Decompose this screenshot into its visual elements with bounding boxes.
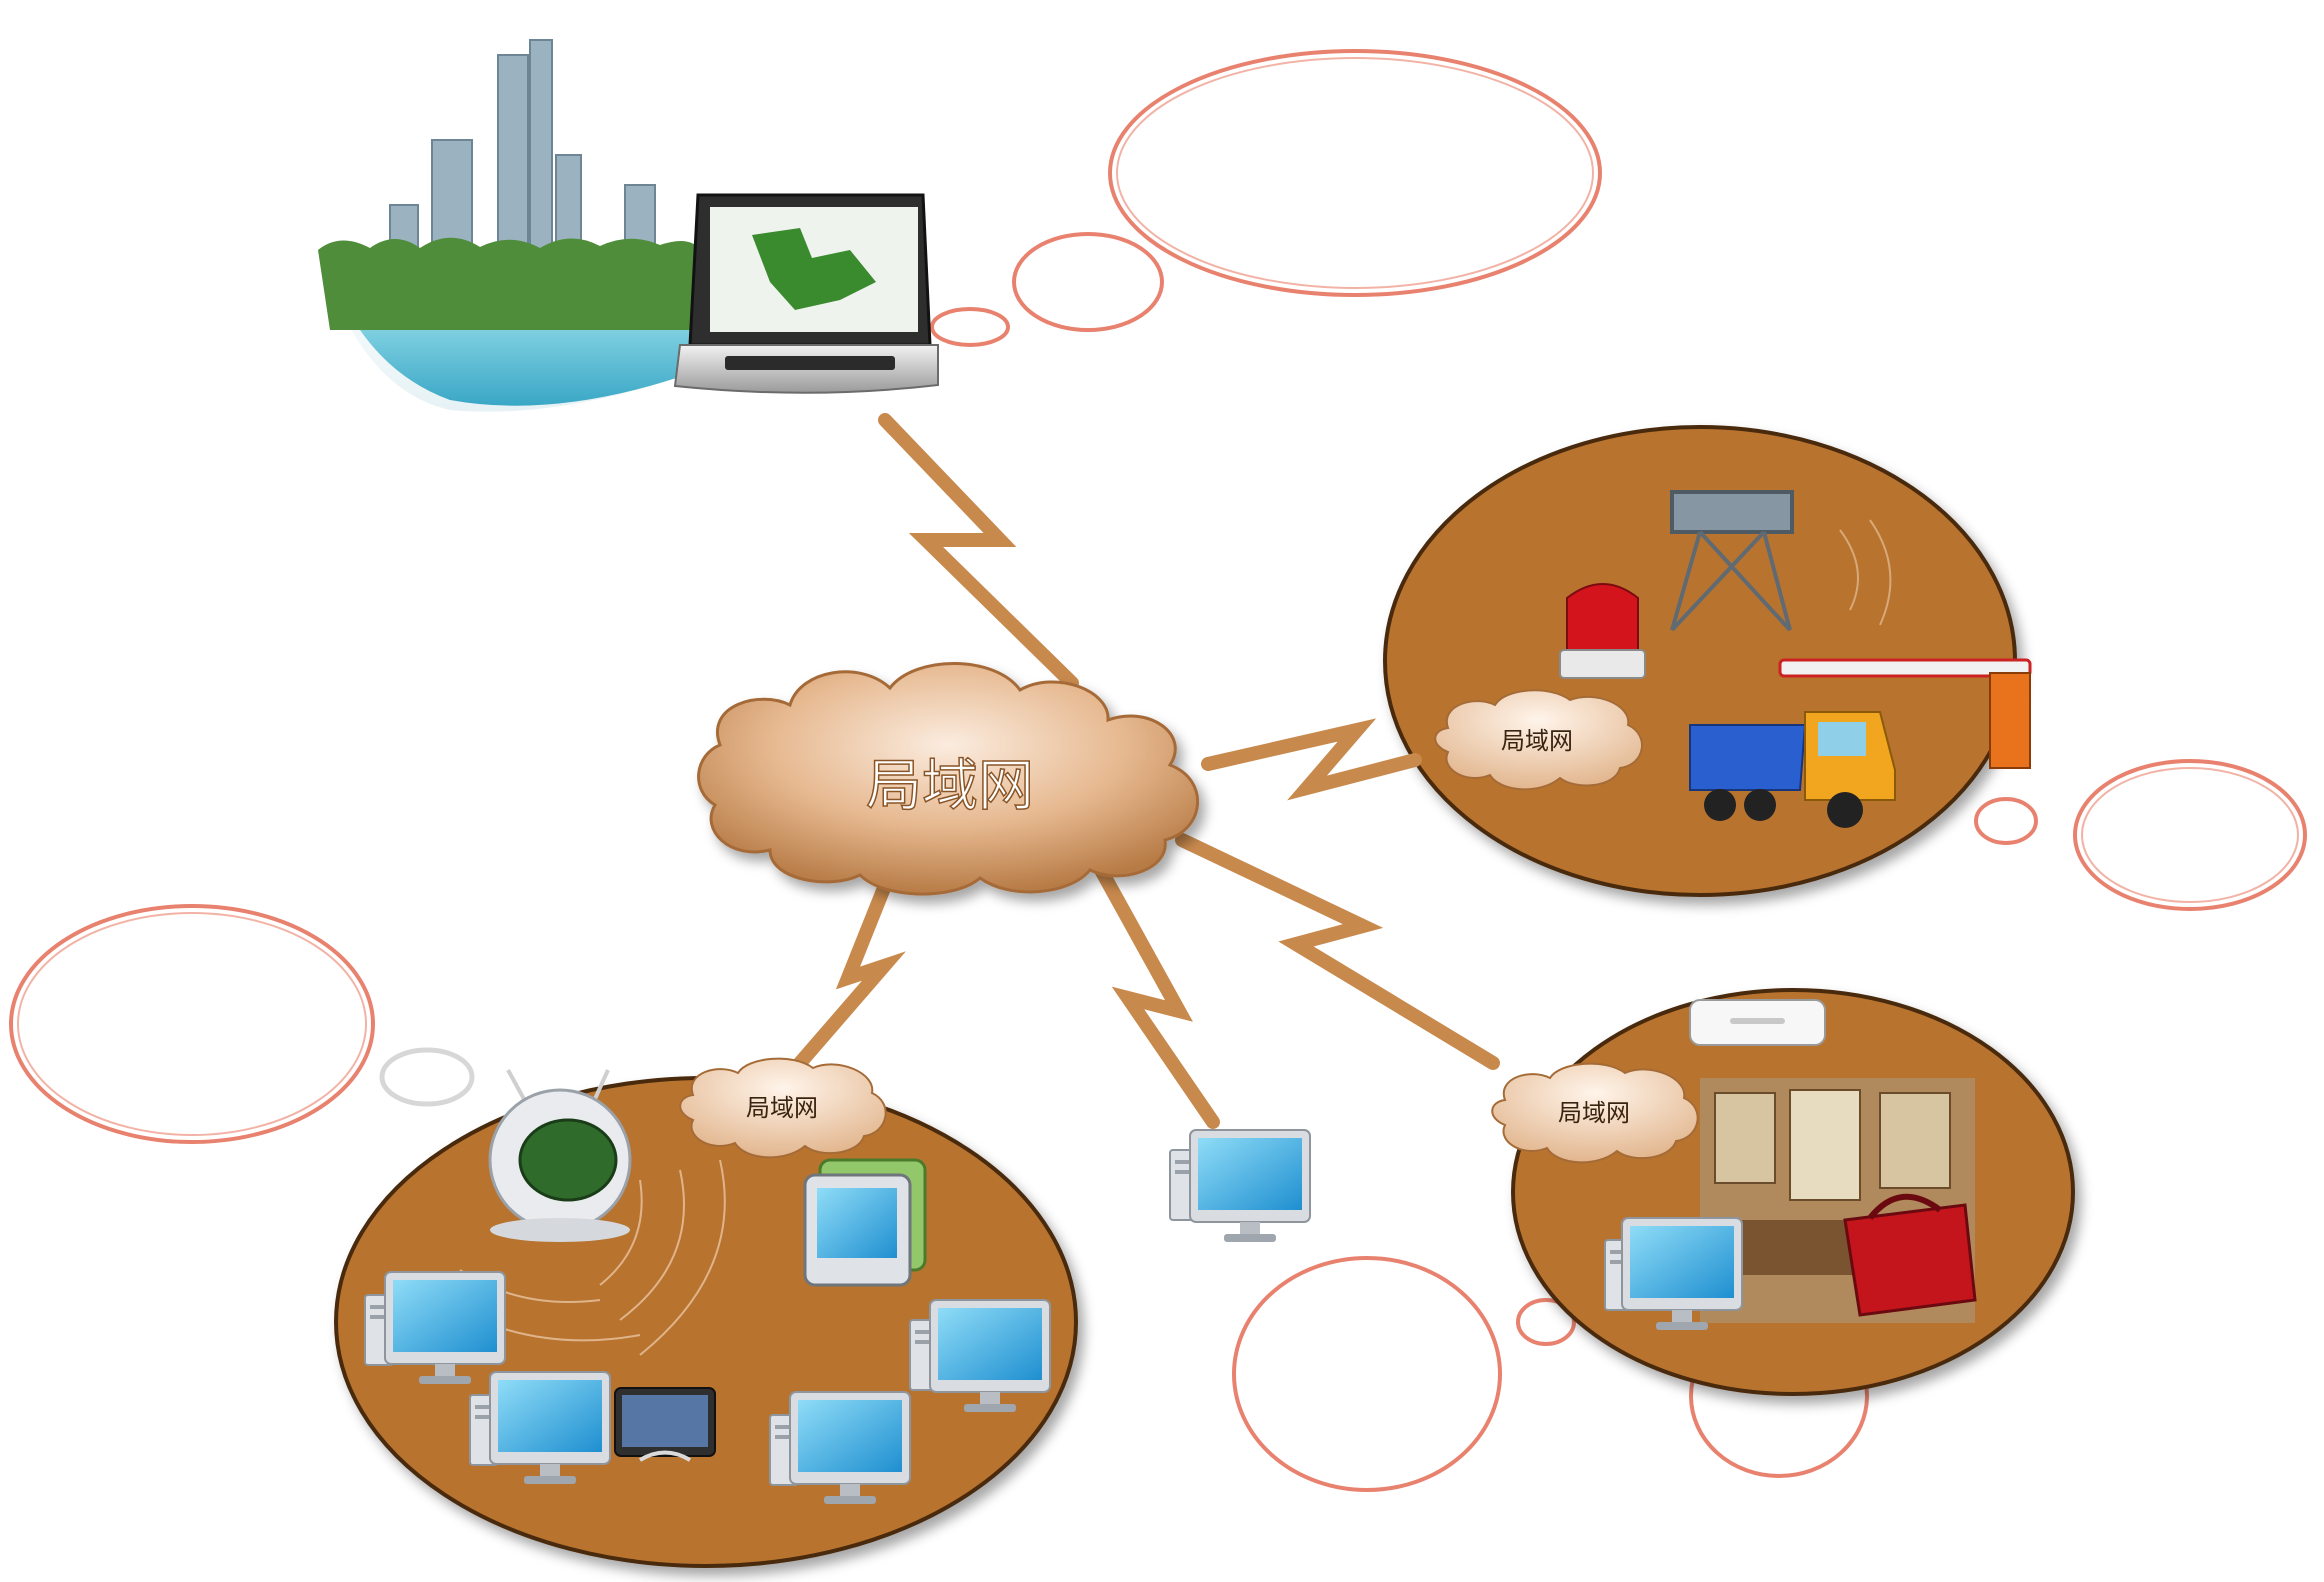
wireless-lan-label: 局域网 [746,1094,818,1122]
bubble-right [2073,759,2307,911]
puzzle-map-icon [752,228,876,310]
home-lan-cloud: 局域网 [1491,1062,1699,1164]
industrial-lan-label: 局域网 [1501,727,1573,755]
trees [318,237,700,330]
bubble-left-small [379,1047,475,1107]
signal-waves [1839,519,1892,626]
wireless-cluster-contents: 局域网 [364,1057,1051,1505]
hub-cloud: 局域网 [697,662,1199,896]
link-to-industrial [1201,718,1422,801]
bubble-left-large [9,904,375,1144]
radar-tower-icon [1670,490,1794,632]
handbag-icon [1843,1193,1977,1317]
lake [360,330,700,406]
network-links [793,413,1500,1129]
wireless-display-icon [614,1387,716,1462]
robot-tv-icon [488,1069,632,1242]
bubble-top-large [1108,49,1602,297]
industrial-lan-cloud: 局域网 [1434,689,1643,791]
city-laptop-group [318,39,939,412]
bubble-top-medium [1012,232,1164,332]
industrial-cluster-contents: 局域网 [1434,490,2032,828]
link-to-laptop [878,413,1079,690]
tablet-tv-icon [803,1158,927,1287]
laptop [673,193,939,394]
dump-truck-icon [1689,711,1896,828]
standalone-pc-icon [1169,1129,1311,1243]
bubble-bottom-center [1232,1256,1502,1492]
alarm-light-icon [1559,583,1646,679]
link-to-home [1175,833,1500,1070]
link-to-wireless [793,871,907,1070]
bubble-top-small [930,307,1010,347]
wireless-lan-cloud: 局域网 [679,1057,887,1159]
skyscrapers [389,39,656,251]
hub-label: 局域网 [866,754,1034,819]
link-to-pc [1094,863,1220,1129]
home-lan-label: 局域网 [1558,1099,1630,1127]
barrier-gate-icon [1778,658,2032,769]
set-top-box-icon [1689,999,1826,1046]
home-cluster-contents: 局域网 [1491,999,1977,1331]
